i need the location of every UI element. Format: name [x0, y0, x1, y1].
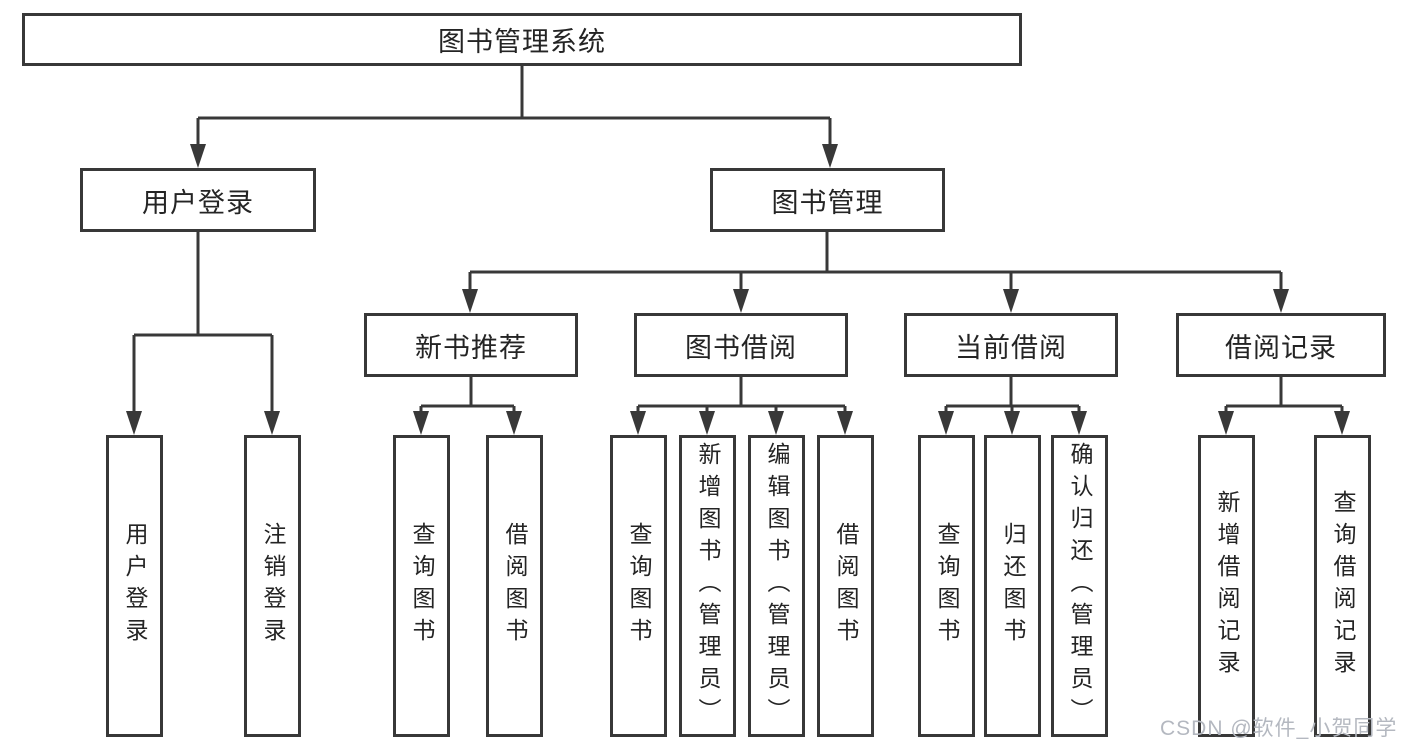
node-new-book-recommend: 新书推荐	[364, 313, 578, 377]
leaf-recommend-query-books: 查询图书	[393, 435, 450, 737]
node-system-root: 图书管理系统	[22, 13, 1022, 66]
leaf-add-books-admin-label: 新增图书（管理员）	[695, 442, 721, 730]
leaf-confirm-return-admin-label: 确认归还（管理员）	[1067, 442, 1093, 730]
leaf-borrow-books: 借阅图书	[817, 435, 874, 737]
node-user-login-label: 用户登录	[142, 187, 254, 218]
arrowheads	[126, 144, 1350, 435]
node-borrow-records-label: 借阅记录	[1225, 332, 1337, 363]
leaf-edit-books-admin-label: 编辑图书（管理员）	[764, 442, 790, 730]
leaf-add-borrow-record-label: 新增借阅记录	[1214, 490, 1240, 682]
node-current-borrow-label: 当前借阅	[955, 332, 1067, 363]
node-book-management: 图书管理	[710, 168, 945, 232]
leaf-add-borrow-record: 新增借阅记录	[1198, 435, 1255, 737]
leaf-return-books-label: 归还图书	[1000, 522, 1026, 650]
leaf-user-login-label: 用户登录	[122, 522, 148, 650]
node-new-book-recommend-label: 新书推荐	[415, 332, 527, 363]
leaf-confirm-return-admin: 确认归还（管理员）	[1051, 435, 1108, 737]
leaf-add-books-admin: 新增图书（管理员）	[679, 435, 736, 737]
leaf-query-borrow-record: 查询借阅记录	[1314, 435, 1371, 737]
leaf-borrow-query-books-label: 查询图书	[626, 522, 652, 650]
leaf-logout: 注销登录	[244, 435, 301, 737]
leaf-current-query-books: 查询图书	[918, 435, 975, 737]
leaf-recommend-query-books-label: 查询图书	[409, 522, 435, 650]
leaf-recommend-borrow-books-label: 借阅图书	[502, 522, 528, 650]
leaf-borrow-books-label: 借阅图书	[833, 522, 859, 650]
leaf-edit-books-admin: 编辑图书（管理员）	[748, 435, 805, 737]
leaf-return-books: 归还图书	[984, 435, 1041, 737]
csdn-watermark: CSDN @软件_小贺同学	[1160, 717, 1398, 740]
leaf-borrow-query-books: 查询图书	[610, 435, 667, 737]
leaf-user-login: 用户登录	[106, 435, 163, 737]
node-user-login: 用户登录	[80, 168, 316, 232]
leaf-query-borrow-record-label: 查询借阅记录	[1330, 490, 1356, 682]
node-borrow-records: 借阅记录	[1176, 313, 1386, 377]
leaf-current-query-books-label: 查询图书	[934, 522, 960, 650]
node-system-root-label: 图书管理系统	[438, 27, 606, 57]
node-book-management-label: 图书管理	[771, 187, 884, 218]
node-current-borrow: 当前借阅	[904, 313, 1118, 377]
node-book-borrow-label: 图书借阅	[685, 332, 797, 363]
node-book-borrow: 图书借阅	[634, 313, 848, 377]
leaf-recommend-borrow-books: 借阅图书	[486, 435, 543, 737]
leaf-logout-label: 注销登录	[260, 522, 286, 650]
